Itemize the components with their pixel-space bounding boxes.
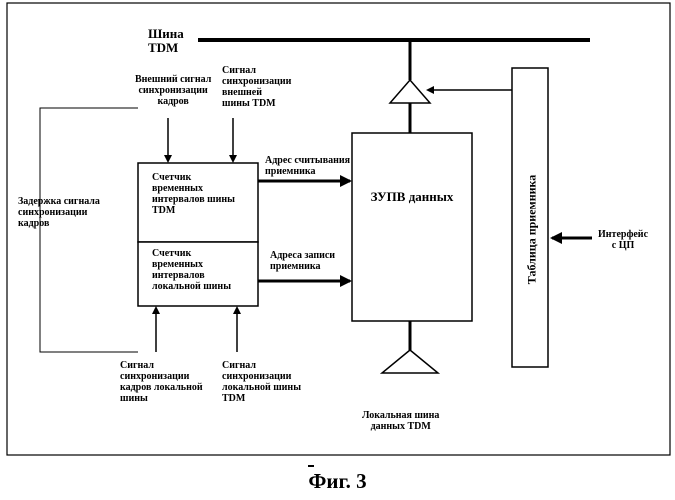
- counter-tdm-label: Счетчик временных интервалов шины TDM: [152, 172, 235, 216]
- local-bus-sync-label: Сигнал синхронизации локальной шины TDM: [222, 360, 301, 404]
- figure-caption: Фиг. 3: [0, 469, 675, 494]
- write-address-label: Адреса записи приемника: [270, 250, 335, 272]
- data-memory-label: ЗУПВ данных: [352, 190, 472, 204]
- data-memory-box: [352, 133, 472, 321]
- receiver-table-label: Таблица приемника: [525, 140, 540, 320]
- tdm-bus-label: Шина TDM: [148, 27, 184, 55]
- local-frame-sync-label: Сигнал синхронизации кадров локальной ши…: [120, 360, 203, 404]
- cpu-interface-label: Интерфейс с ЦП: [598, 229, 648, 251]
- frame-delay-bracket: [40, 108, 138, 352]
- ext-bus-sync-label: Сигнал синхронизации внешней шины TDM: [222, 65, 291, 109]
- local-data-bus-label: Локальная шина данных TDM: [362, 410, 439, 432]
- counter-local-label: Счетчик временных интервалов локальной ш…: [152, 248, 231, 292]
- input-buffer-triangle: [382, 350, 438, 373]
- read-address-label: Адрес считывания приемника: [265, 155, 350, 177]
- ext-frame-sync-label: Внешний сигнал синхронизации кадров: [135, 74, 211, 107]
- outer-frame: [7, 3, 670, 455]
- output-buffer-triangle: [390, 80, 430, 103]
- frame-delay-label: Задержка сигнала синхронизации кадров: [18, 196, 100, 229]
